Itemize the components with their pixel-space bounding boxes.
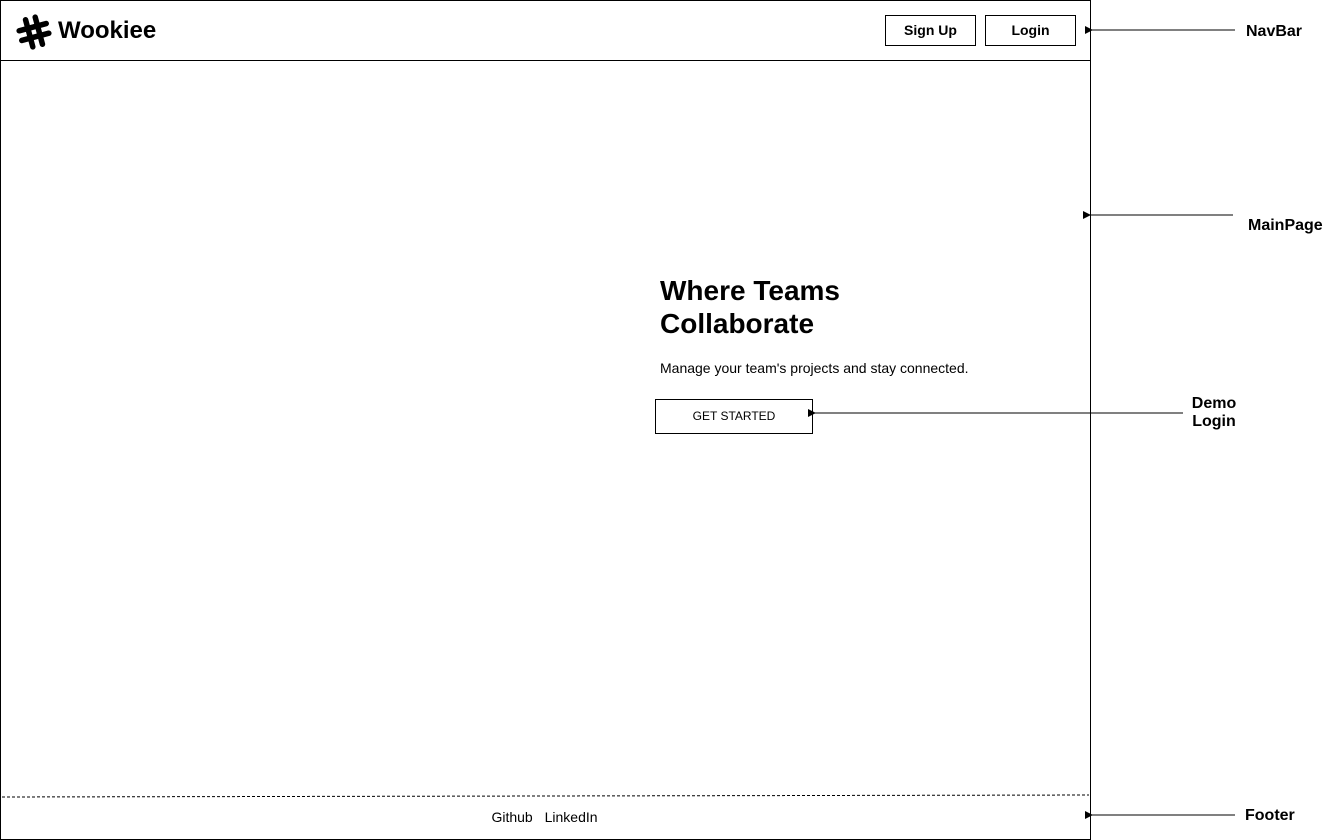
navbar: Wookiee Sign Up Login — [1, 1, 1090, 61]
annotation-footer: Footer — [1245, 807, 1295, 824]
brand-name[interactable]: Wookiee — [58, 17, 157, 44]
footer-divider — [1, 794, 1090, 798]
hero-subtitle: Manage your team's projects and stay con… — [660, 360, 969, 376]
annotation-demo-login: Demo Login — [1191, 395, 1237, 430]
hash-icon[interactable] — [16, 14, 52, 50]
page-frame: Wookiee Sign Up Login Where Teams Collab… — [0, 0, 1091, 840]
footer-links: Github LinkedIn — [0, 808, 1089, 826]
footer-link-linkedin[interactable]: LinkedIn — [544, 809, 598, 825]
login-button[interactable]: Login — [985, 15, 1076, 46]
annotation-mainpage: MainPage — [1248, 217, 1323, 234]
hero-title: Where Teams Collaborate — [660, 275, 840, 339]
annotation-navbar: NavBar — [1246, 23, 1303, 40]
signup-button[interactable]: Sign Up — [885, 15, 976, 46]
footer: Github LinkedIn — [0, 795, 1089, 839]
get-started-button[interactable]: GET STARTED — [655, 399, 813, 434]
footer-link-github[interactable]: Github — [491, 809, 533, 825]
